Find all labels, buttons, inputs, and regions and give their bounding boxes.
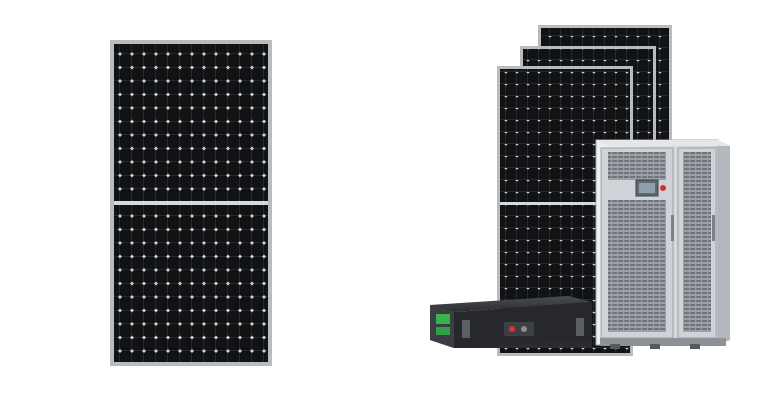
battery-top [430, 296, 592, 312]
battery-terminal-negative [521, 326, 527, 332]
battery-status-led-2 [436, 327, 450, 335]
cabinet-vent-left [608, 200, 666, 332]
battery-status-led-1 [436, 314, 450, 324]
cabinet-handle-left [671, 215, 674, 241]
battery-handle-left [462, 320, 470, 338]
panel-midline [114, 201, 268, 205]
battery-handle-right [576, 318, 584, 336]
cabinet-vent-top [608, 152, 666, 180]
panel-cells-top [114, 44, 268, 201]
battery-module [430, 296, 592, 348]
cabinet-vent-right [683, 152, 711, 332]
emergency-stop-button [660, 185, 666, 191]
battery-terminal-positive [509, 326, 515, 332]
single-solar-panel [110, 40, 272, 366]
inverter-cabinet [595, 139, 730, 349]
panel-cells-bottom [114, 205, 268, 362]
cabinet-base [600, 338, 726, 346]
